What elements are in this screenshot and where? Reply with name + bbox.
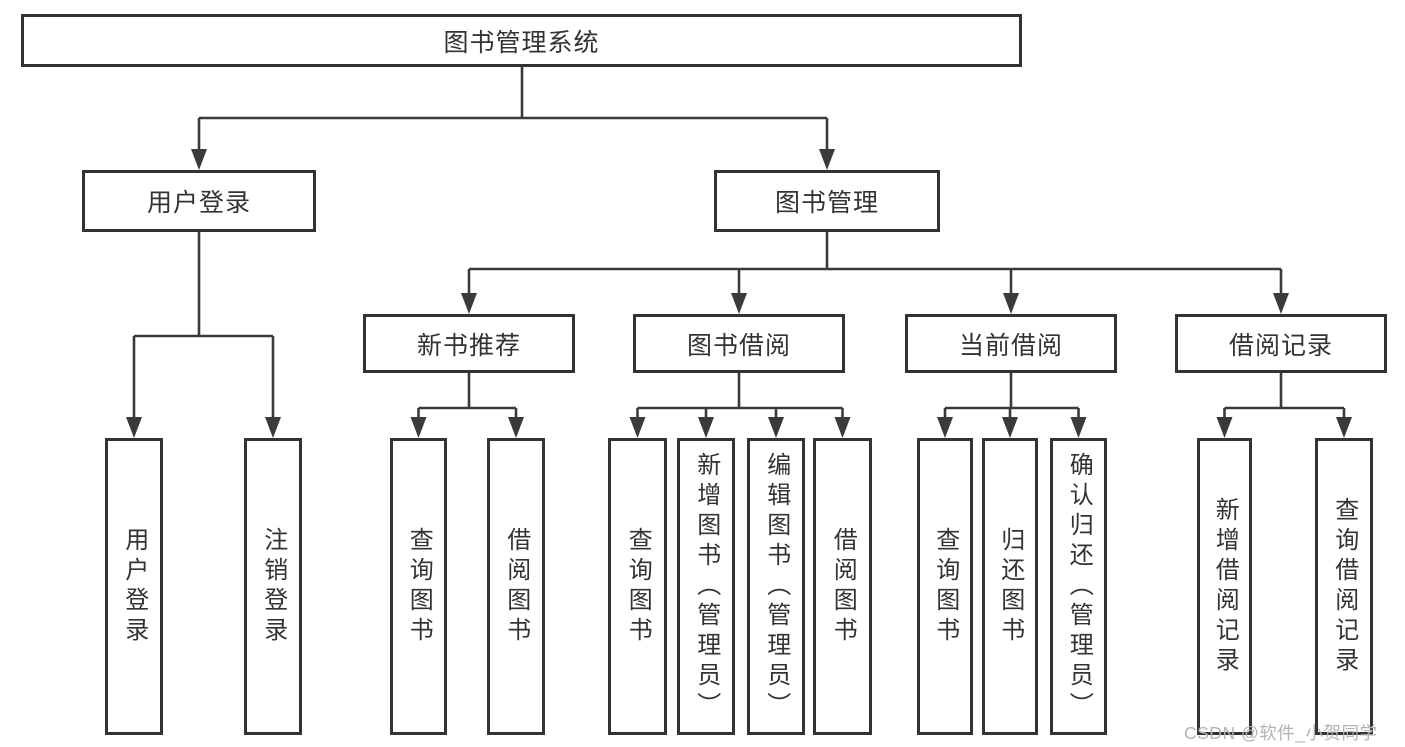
arrowhead-icon [834,417,851,438]
node-leaf-query-books-recommend-label: 查询图书 [405,526,433,647]
arrowhead-icon [265,417,281,438]
node-leaf-add-books-admin: 新增图书（管理员） [677,438,735,735]
node-book-borrowing: 图书借阅 [633,314,845,373]
node-leaf-add-books-admin-label: 新增图书（管理员） [692,451,720,722]
arrowhead-icon [1070,417,1087,438]
node-leaf-return-books: 归还图书 [982,438,1038,735]
node-leaf-borrow-books-label: 借阅图书 [829,526,857,647]
node-leaf-confirm-return-admin-label: 确认归还（管理员） [1065,451,1093,722]
node-leaf-edit-books-admin-label: 编辑图书（管理员） [762,451,790,722]
node-book-borrowing-label: 图书借阅 [686,331,791,360]
node-leaf-query-books-borrowing: 查询图书 [608,438,667,735]
node-leaf-query-books-current-label: 查询图书 [931,526,959,647]
node-leaf-borrow-books-recommend-label: 借阅图书 [502,526,530,647]
csdn-watermark: CSDN @软件_小贺同学 [1184,723,1378,743]
node-library-management-system: 图书管理系统 [21,14,1022,67]
node-leaf-query-borrow-record-label: 查询借阅记录 [1330,496,1358,677]
node-new-book-recommendation-label: 新书推荐 [416,331,521,360]
arrowhead-icon [629,417,646,438]
node-leaf-logout: 注销登录 [244,438,302,735]
arrowhead-icon [410,417,427,438]
arrowhead-icon [1216,417,1233,438]
node-new-book-recommendation: 新书推荐 [363,314,575,373]
arrowhead-icon [1002,417,1018,438]
node-leaf-query-borrow-record: 查询借阅记录 [1315,438,1373,735]
node-leaf-query-books-current: 查询图书 [917,438,973,735]
arrowhead-icon [1336,417,1352,438]
arrowhead-icon [731,293,747,314]
node-leaf-borrow-books-recommend: 借阅图书 [487,438,545,735]
node-borrowing-records-label: 借阅记录 [1228,331,1333,360]
node-leaf-confirm-return-admin: 确认归还（管理员） [1050,438,1107,735]
arrowhead-icon [819,149,835,170]
node-leaf-return-books-label: 归还图书 [996,526,1024,647]
arrowhead-icon [461,293,477,314]
node-library-management-system-label: 图书管理系统 [443,28,600,57]
node-user-login-label: 用户登录 [146,189,251,217]
node-leaf-query-books-borrowing-label: 查询图书 [624,526,652,647]
arrowhead-icon [937,417,953,438]
arrowhead-icon [191,149,207,170]
node-leaf-user-login-label: 用户登录 [120,526,148,647]
node-book-management-label: 图书管理 [774,189,879,217]
arrowhead-icon [126,417,142,438]
arrowhead-icon [1273,293,1289,314]
node-leaf-query-books-recommend: 查询图书 [390,438,447,735]
node-current-borrowing-label: 当前借阅 [958,331,1063,360]
arrowhead-icon [1003,293,1019,314]
node-book-management: 图书管理 [714,170,940,232]
arrowhead-icon [768,417,784,438]
node-leaf-add-borrow-record: 新增借阅记录 [1197,438,1252,735]
arrowhead-icon [508,417,524,438]
node-borrowing-records: 借阅记录 [1175,314,1387,373]
node-leaf-user-login: 用户登录 [105,438,163,735]
node-current-borrowing: 当前借阅 [905,314,1117,373]
node-leaf-logout-label: 注销登录 [259,526,287,647]
node-leaf-borrow-books: 借阅图书 [813,438,872,735]
node-user-login: 用户登录 [82,170,316,232]
arrowhead-icon [698,417,714,438]
node-leaf-edit-books-admin: 编辑图书（管理员） [747,438,805,735]
node-leaf-add-borrow-record-label: 新增借阅记录 [1211,496,1239,677]
tree-connector-lines [132,67,1346,420]
